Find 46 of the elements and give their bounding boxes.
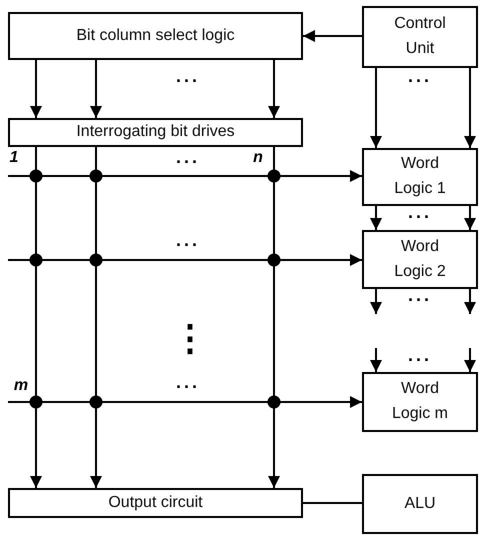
arrow: [90, 60, 102, 118]
process-box: [8, 118, 303, 147]
process-box: [362, 6, 478, 68]
node-label: Output circuit: [108, 492, 203, 513]
ellipsis-mark: ...: [408, 286, 432, 304]
node-label: ALU: [404, 494, 436, 514]
node-label: Word Logic 1: [393, 154, 447, 199]
arrow: [370, 289, 382, 314]
node-label: Control Unit: [393, 14, 447, 59]
arrow: [8, 254, 362, 266]
arrow: [268, 60, 280, 118]
arrow: [464, 289, 476, 314]
process-box: [362, 474, 478, 534]
arrow: [370, 348, 382, 372]
node-label: Word Logic 2: [393, 236, 447, 282]
index-label: 1: [10, 150, 18, 166]
index-label: n: [253, 150, 263, 166]
arrow: [8, 170, 362, 182]
process-box: [362, 148, 478, 206]
process-box: [362, 230, 478, 289]
index-label: m: [14, 378, 28, 394]
arrow: [30, 60, 42, 118]
ellipsis-mark: ...: [176, 67, 200, 85]
arrow: [464, 206, 476, 230]
ellipsis-mark: ...: [408, 67, 432, 85]
process-box: [8, 12, 303, 60]
node-label: Word Logic m: [390, 379, 450, 424]
ellipsis-mark: ...: [408, 346, 432, 364]
ellipsis-mark: ...: [176, 231, 200, 249]
node-label: Bit column select logic: [76, 26, 235, 46]
node-label: Interrogating bit drives: [76, 122, 235, 142]
arrow: [90, 147, 102, 488]
ellipsis-mark: ...: [408, 203, 432, 221]
arrow: [303, 30, 362, 42]
arrow: [8, 396, 362, 408]
process-box: [362, 372, 478, 432]
arrow: [370, 206, 382, 230]
arrow: [30, 147, 42, 488]
arrow: [370, 68, 382, 148]
arrow: [464, 348, 476, 372]
arrow: [464, 68, 476, 148]
ellipsis-mark: ...: [176, 148, 200, 166]
arrow: [268, 147, 280, 488]
ellipsis-mark: ...: [176, 373, 200, 391]
ellipsis-mark: ⋮: [172, 320, 208, 356]
process-box: [8, 488, 303, 518]
